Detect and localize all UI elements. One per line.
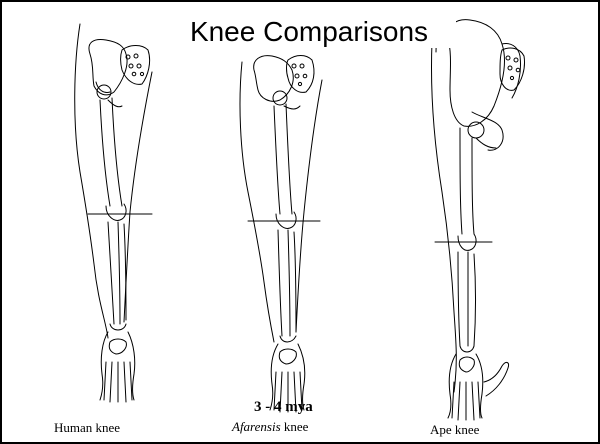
date-label: 3 - 4 mya <box>254 399 313 416</box>
slide-title: Knee Comparisons <box>162 16 456 48</box>
caption-human-knee: Human knee <box>54 420 120 436</box>
ape-leg-skeleton <box>431 20 524 420</box>
afarensis-leg-skeleton <box>240 56 322 413</box>
caption-afarensis-italic: Afarensis <box>232 419 281 434</box>
caption-afarensis-knee: Afarensis knee <box>232 419 308 435</box>
human-leg-skeleton <box>75 24 152 402</box>
caption-afarensis-rest: knee <box>281 419 309 434</box>
caption-ape-knee: Ape knee <box>430 422 479 438</box>
